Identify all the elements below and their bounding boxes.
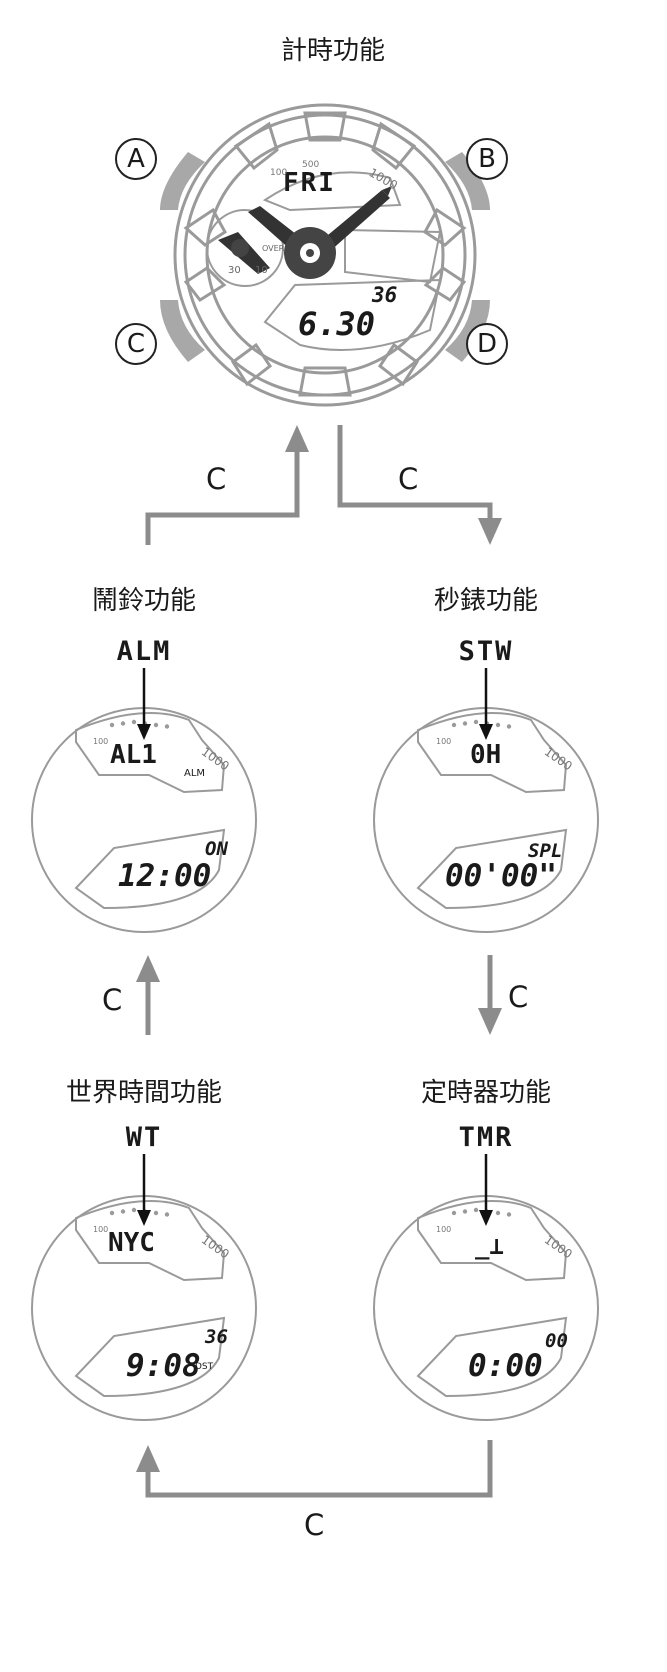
timer-time: 0:00 xyxy=(468,1348,543,1384)
button-a-pusher xyxy=(160,152,205,210)
timer-title: 定時器功能 xyxy=(420,1078,551,1108)
stopwatch-upper: 0H xyxy=(470,740,502,770)
stopwatch-scale-dot xyxy=(473,719,479,725)
stopwatch-scale-100: 100 xyxy=(436,737,452,746)
worldtime-scale-dot xyxy=(153,1210,159,1216)
sub-10: 10 xyxy=(255,265,268,276)
sub-30: 30 xyxy=(228,265,241,276)
stopwatch-time: 00'00" xyxy=(445,858,557,894)
timer-scale-100: 100 xyxy=(436,1225,452,1234)
mode-dials xyxy=(31,707,599,1421)
alarm-scale-dot xyxy=(131,719,137,725)
timer-scale-dot xyxy=(495,1210,501,1216)
worldtime-lower-window xyxy=(74,1316,226,1398)
main-seconds: 36 xyxy=(372,283,398,307)
main-watch xyxy=(160,103,490,407)
worldtime-scale-dot xyxy=(131,1207,137,1213)
pointer-arrows xyxy=(137,668,493,1226)
arrow-label-to-alarm: C xyxy=(102,983,123,1017)
alarm-scale-dot xyxy=(153,722,159,728)
timer-scale-dot xyxy=(462,1209,468,1214)
worldtime-small: 36 xyxy=(205,1326,228,1348)
stopwatch-scale-dot xyxy=(495,722,501,728)
alarm-indicator: ALM xyxy=(184,768,206,779)
stopwatch-scale-dot xyxy=(462,721,468,726)
button-b-pusher xyxy=(445,152,490,210)
button-d-label: D xyxy=(466,323,508,365)
alarm-scale-dot xyxy=(120,721,126,726)
worldtime-code: WT xyxy=(125,1122,163,1153)
alarm-scale-100: 100 xyxy=(93,737,109,746)
button-c-pusher xyxy=(160,300,205,362)
arrow-label-to-stopwatch: C xyxy=(398,462,419,496)
button-d-pusher xyxy=(445,300,490,362)
alarm-time: 12:00 xyxy=(118,858,212,894)
button-b-label: B xyxy=(466,138,508,180)
flow-arrows xyxy=(136,425,502,1498)
worldtime-dst: DST xyxy=(195,1362,214,1372)
worldtime-scale-100: 100 xyxy=(93,1225,109,1234)
timer-lower-window xyxy=(416,1316,568,1398)
timer-scale-dot xyxy=(451,1210,457,1216)
watch-hands xyxy=(218,186,392,279)
alarm-lower-window xyxy=(74,828,226,910)
alarm-title: 鬧鈴功能 xyxy=(91,586,196,616)
main-day: FRI xyxy=(283,168,336,198)
alarm-code: ALM xyxy=(116,636,172,667)
worldtime-scale-dot xyxy=(164,1212,170,1217)
arrow-label-to-timer: C xyxy=(508,980,529,1014)
arrow-label-to-timekeeping: C xyxy=(206,462,227,496)
alarm-scale-dot xyxy=(164,724,170,729)
alarm-small: ON xyxy=(205,838,228,860)
timer-scale-dot xyxy=(506,1212,512,1217)
stopwatch-lower-window xyxy=(416,828,568,910)
stopwatch-small: SPL xyxy=(528,840,563,862)
stopwatch-code: STW xyxy=(458,636,514,667)
timer-scale-dot xyxy=(473,1207,479,1213)
stopwatch-title: 秒錶功能 xyxy=(433,586,538,616)
worldtime-scale-dot xyxy=(120,1209,126,1214)
timer-code: TMR xyxy=(458,1122,514,1153)
stopwatch-scale-dot xyxy=(451,722,457,728)
stopwatch-upper-window xyxy=(417,711,568,794)
main-date: 6.30 xyxy=(298,305,376,343)
scale-500: 500 xyxy=(302,160,320,170)
worldtime-scale-dot xyxy=(109,1210,115,1216)
ovr-label: OVER xyxy=(262,244,285,253)
alarm-upper: AL1 xyxy=(110,740,157,770)
alarm-upper-window xyxy=(75,711,226,794)
button-c-label: C xyxy=(115,323,157,365)
scale-100: 100 xyxy=(270,168,288,178)
alarm-scale-dot xyxy=(109,722,115,728)
worldtime-title: 世界時間功能 xyxy=(65,1078,222,1108)
timer-upper: _⊥ xyxy=(475,1232,504,1260)
timer-upper-window xyxy=(417,1199,568,1282)
worldtime-upper: NYC xyxy=(108,1228,155,1258)
timer-small: 00 xyxy=(545,1330,568,1352)
arrow-label-to-worldtime: C xyxy=(304,1508,325,1542)
page-title: 計時功能 xyxy=(280,36,385,66)
button-a-label: A xyxy=(115,138,157,180)
worldtime-upper-window xyxy=(75,1199,226,1282)
timer-dial-outline xyxy=(373,1195,599,1421)
stopwatch-scale-dot xyxy=(506,724,512,729)
worldtime-time: 9:08 xyxy=(126,1348,201,1384)
